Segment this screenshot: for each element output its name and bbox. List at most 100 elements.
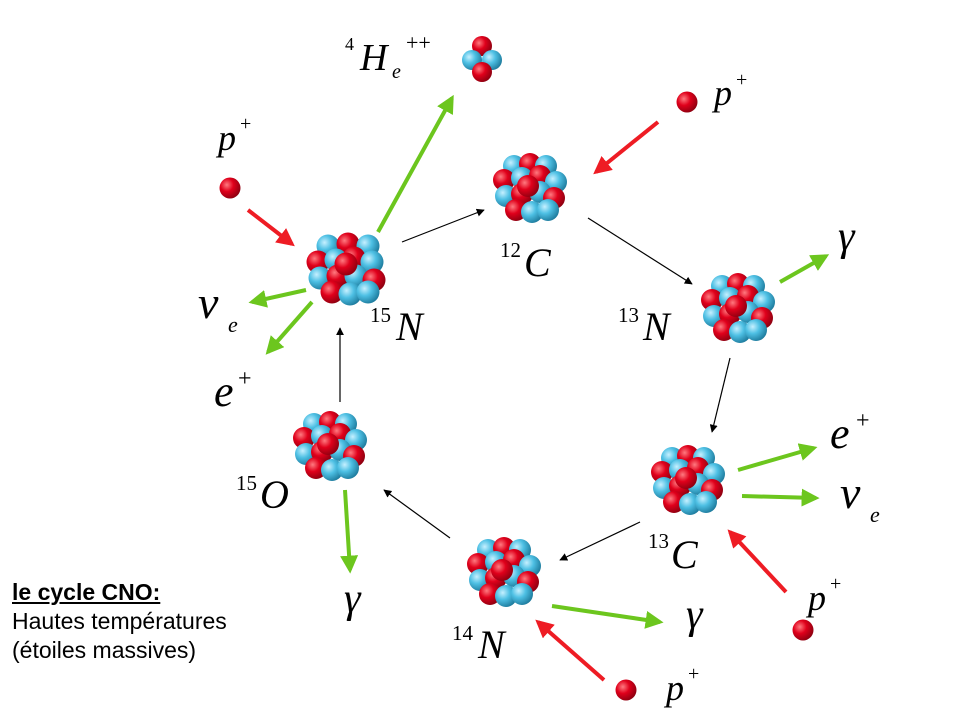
n14-symbol-label: N — [477, 622, 507, 667]
n13-mass-label: 13 — [618, 303, 639, 327]
positron-label-c13: e — [830, 409, 850, 458]
neutron-ball — [337, 457, 359, 479]
neutron-ball — [703, 463, 725, 485]
proton-arrow-c12 — [593, 120, 660, 175]
he4-charge-label: ++ — [406, 30, 431, 55]
proton-arrow-c13 — [727, 529, 788, 594]
proton-ball — [713, 319, 735, 341]
n13-symbol-label: N — [642, 304, 672, 349]
proton-charge-c12: + — [736, 69, 747, 91]
proton-ball — [479, 583, 501, 605]
proton-arrow-n14 — [535, 619, 606, 682]
proton-ball — [493, 169, 515, 191]
neutron-ball — [338, 282, 362, 306]
proton-ball — [517, 175, 539, 197]
n14-mass-label: 14 — [452, 621, 474, 645]
proton-label-c12: p — [711, 73, 732, 113]
neutron-ball — [495, 585, 517, 607]
n15-mass-label: 15 — [370, 303, 391, 327]
proton-ball — [491, 559, 513, 581]
proton-ball — [663, 491, 685, 513]
carbon-13-nucleus — [651, 445, 725, 515]
free-proton-n15 — [219, 177, 241, 199]
n15-symbol-label: N — [395, 304, 425, 349]
o15-symbol-label: O — [260, 472, 289, 517]
o15-mass-label: 15 — [236, 471, 257, 495]
proton-ball — [725, 295, 747, 317]
proton-capture-arrows — [246, 120, 788, 682]
nitrogen-15-nucleus — [306, 232, 386, 306]
neutrino-sub-c13: e — [870, 502, 880, 527]
emission-arrows — [248, 94, 830, 629]
proton-arrow-n15 — [246, 208, 295, 247]
gamma-label-n13: γ — [838, 214, 856, 260]
neutrino-arrow-n15 — [248, 288, 307, 308]
neutron-ball — [729, 321, 751, 343]
gamma-label-o15: γ — [344, 576, 362, 622]
proton-ball — [651, 461, 673, 483]
neutron-ball — [745, 319, 767, 341]
neutrino-sub-n15: e — [228, 312, 238, 337]
c12-symbol-label: C — [524, 240, 552, 285]
c13-mass-label: 13 — [648, 529, 669, 553]
neutron-ball — [345, 429, 367, 451]
proton-label-c13: p — [805, 578, 826, 618]
neutron-ball — [521, 201, 543, 223]
nitrogen-13-nucleus — [701, 273, 775, 343]
free-proton-c12 — [676, 91, 698, 113]
arrow-n14-to-o15 — [383, 489, 451, 539]
nitrogen-14-nucleus — [467, 537, 541, 607]
caption: le cycle CNO: Hautes températures (étoil… — [12, 578, 227, 665]
proton-label-n14: p — [663, 668, 684, 708]
positron-charge-c13: + — [856, 408, 870, 434]
neutron-ball — [695, 491, 717, 513]
caption-title: le cycle CNO: — [12, 579, 161, 605]
proton-ball — [320, 280, 344, 304]
proton-ball — [293, 427, 315, 449]
c12-mass-label: 12 — [500, 238, 521, 262]
neutron-ball — [356, 280, 380, 304]
alpha-emission-arrow — [376, 94, 454, 233]
gamma-label-n14: γ — [686, 592, 704, 638]
positron-arrow-c13 — [737, 443, 818, 472]
proton-ball — [675, 467, 697, 489]
cycle-arrows — [336, 208, 731, 561]
proton-label-n15: p — [215, 118, 236, 158]
free-proton-c13 — [792, 619, 814, 641]
he4-symbol-label: H — [359, 37, 390, 79]
proton-ball — [305, 457, 327, 479]
neutrino-arrow-c13 — [741, 488, 820, 507]
arrow-n13-to-c13 — [709, 357, 731, 433]
proton-ball — [467, 553, 489, 575]
neutron-ball — [321, 459, 343, 481]
positron-label-n15: e — [214, 367, 234, 416]
neutron-ball — [679, 493, 701, 515]
proton-ball — [701, 289, 723, 311]
neutron-ball — [545, 171, 567, 193]
proton-ball — [317, 433, 339, 455]
positron-charge-n15: + — [238, 366, 252, 392]
nucleus-labels: 12 C 13 N 13 C 14 N 15 O 15 N 4 H e ++ — [236, 30, 699, 667]
gamma-arrow-o15 — [340, 489, 359, 574]
arrow-n15-to-c12 — [401, 208, 485, 243]
oxygen-15-nucleus — [293, 411, 367, 481]
free-proton-n14 — [615, 679, 637, 701]
arrow-c13-to-n14 — [559, 521, 641, 561]
caption-line-1: Hautes températures — [12, 608, 227, 634]
proton-ball — [472, 62, 492, 82]
carbon-12-nucleus — [493, 153, 567, 223]
neutron-ball — [519, 555, 541, 577]
proton-charge-c13: + — [830, 573, 841, 595]
neutron-ball — [511, 583, 533, 605]
positron-arrow-n15 — [265, 300, 314, 355]
c13-symbol-label: C — [671, 532, 699, 577]
proton-charge-n15: + — [240, 113, 251, 135]
gamma-arrow-n14 — [551, 604, 664, 629]
neutron-ball — [360, 250, 384, 274]
proton-ball — [505, 199, 527, 221]
particle-labels: p + p + p + p + γ γ γ e + e + ν e ν e — [198, 69, 880, 708]
neutron-ball — [753, 291, 775, 313]
he4-mass-label: 4 — [345, 34, 354, 54]
caption-line-2: (étoiles massives) — [12, 637, 197, 663]
